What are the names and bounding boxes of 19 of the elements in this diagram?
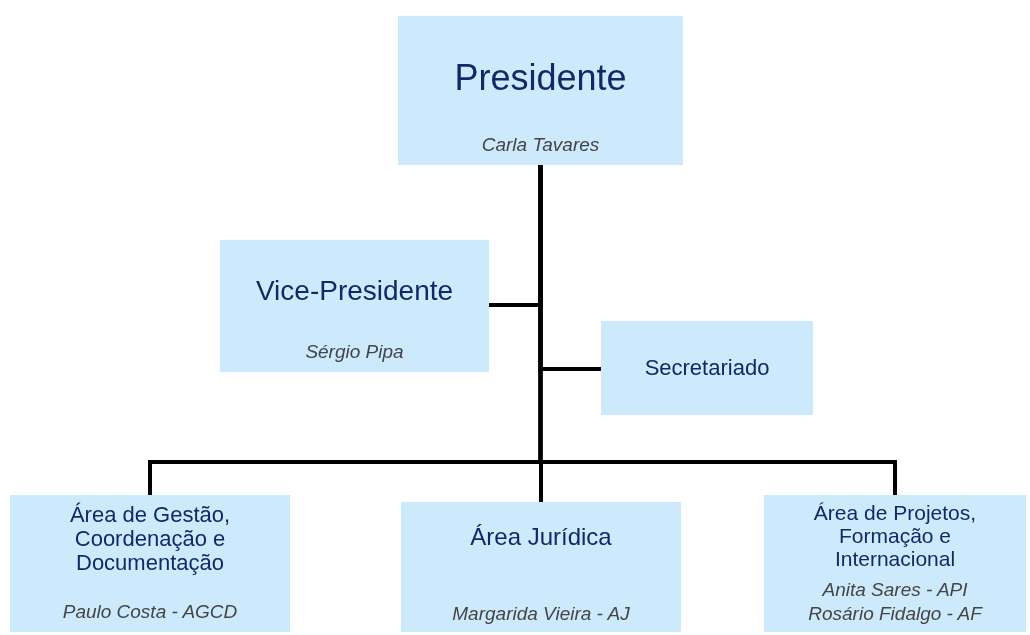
role-title: Vice-Presidente [254,276,455,307]
org-box [398,16,683,165]
org-box [220,240,489,372]
person-name: Carla Tavares [481,133,600,157]
role-title: Presidente [453,58,628,98]
connector-line [538,165,897,495]
person-name: Sérgio Pipa [305,340,404,364]
person-name: Anita Sares - API [822,578,968,603]
org-box [601,321,813,415]
role-title: Área de Projetos, Formação e Internacional [812,501,978,571]
role-title: Área de Gestão, Coordenação e Documentação [68,503,232,576]
person-name: Paulo Costa - AGCD [62,600,238,624]
org-box [10,495,290,632]
org-box [401,502,681,632]
role-title: Área Jurídica [469,524,613,551]
person-name: Margarida Vieira - AJ [452,602,630,626]
person-name: Rosário Fidalgo - AF [808,602,982,626]
org-box [764,495,1026,632]
role-title: Secretariado [643,355,771,381]
